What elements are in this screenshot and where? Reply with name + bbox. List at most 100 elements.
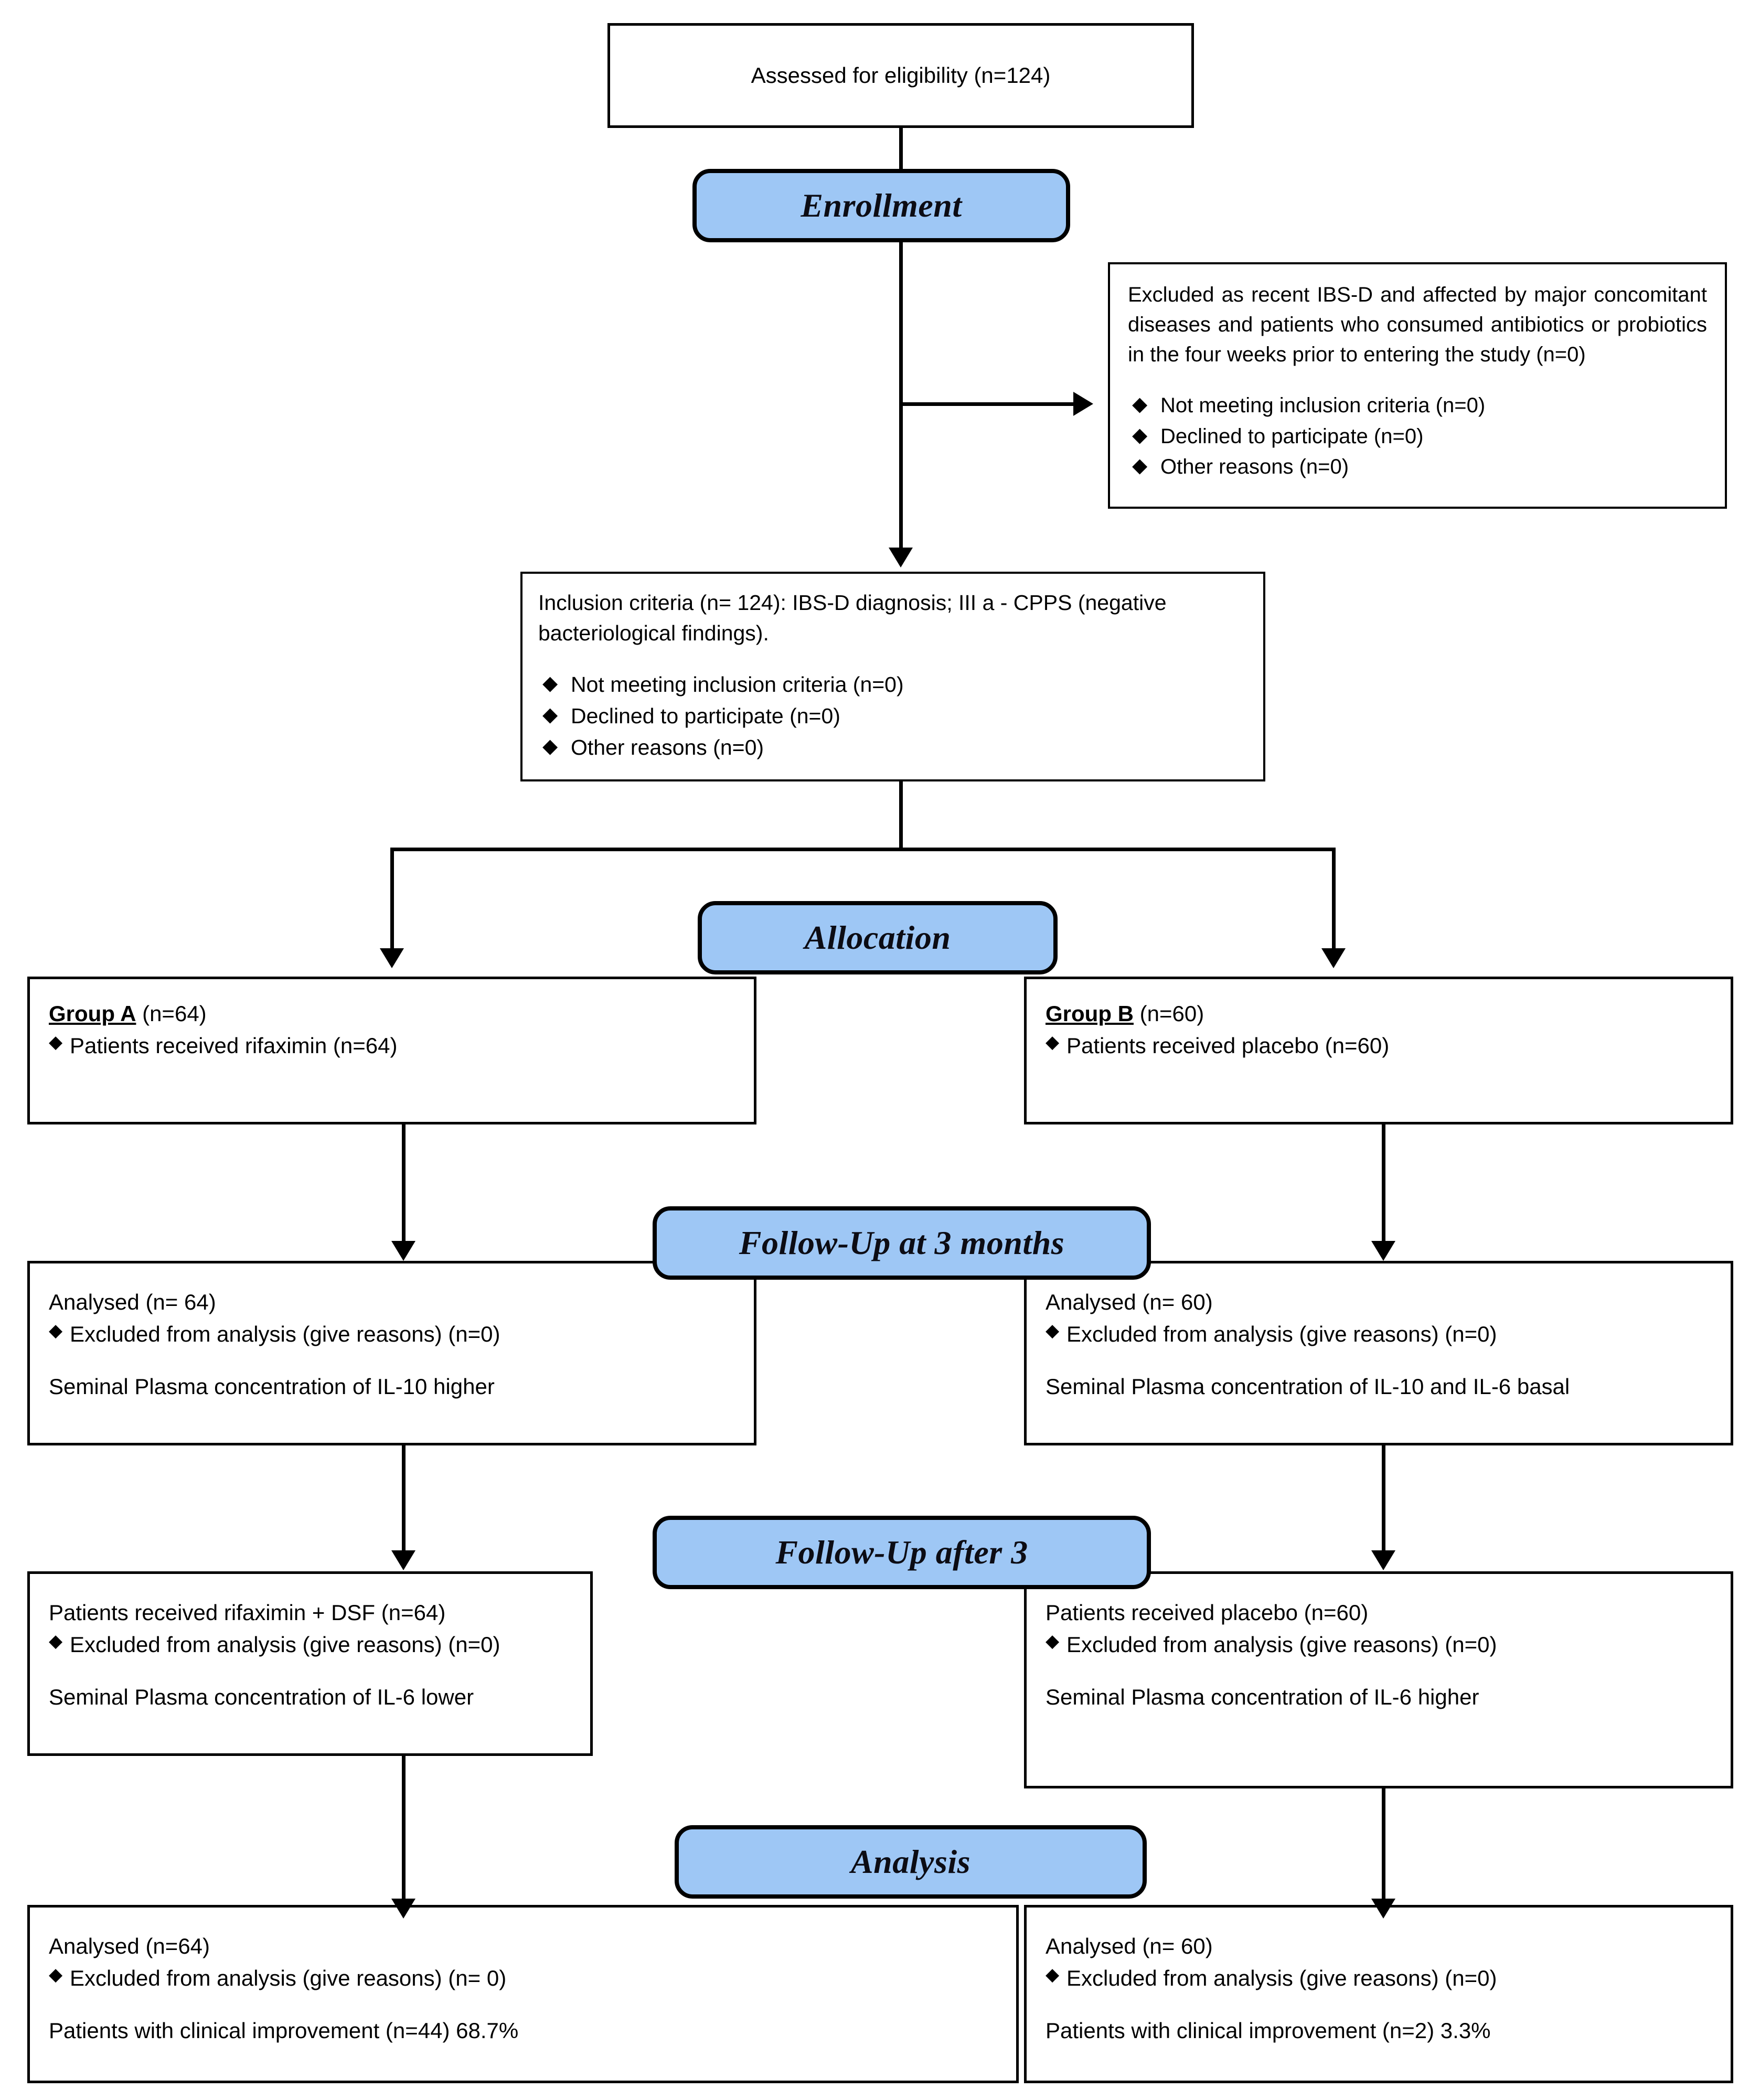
arrow-allocation-left bbox=[380, 948, 404, 968]
followup3-right-heading: Analysed (n= 60) bbox=[1046, 1290, 1213, 1314]
diamond-bullet-icon: ◆ bbox=[1132, 455, 1148, 477]
list-item-label: Declined to participate (n=0) bbox=[571, 704, 840, 728]
inclusion-bullet-list: ◆ Not meeting inclusion criteria (n=0) ◆ D… bbox=[538, 669, 1247, 764]
diamond-bullet-icon: ◆ bbox=[542, 672, 558, 695]
list-item: ◆ Patients received rifaximin (n=64) bbox=[49, 1030, 735, 1062]
group-b-bullet-list: ◆ Patients received placebo (n=60) bbox=[1046, 1030, 1712, 1062]
connector-group-a-down bbox=[402, 1124, 406, 1250]
group-b-heading: Group B (n=60) bbox=[1046, 998, 1712, 1030]
followup3-left-bullet-list: ◆Excluded from analysis (give reasons) (… bbox=[49, 1318, 735, 1350]
arrow-to-excluded-box bbox=[1073, 392, 1093, 416]
group-a-heading: Group A (n=64) bbox=[49, 998, 735, 1030]
diamond-bullet-icon: ◆ bbox=[49, 1631, 63, 1651]
excluded-bullet-list: ◆Not meeting inclusion criteria (n=0) ◆ D… bbox=[1128, 390, 1707, 482]
analysis-right-note: Patients with clinical improvement (n=2)… bbox=[1046, 2018, 1491, 2043]
analysis-left-heading: Analysed (n=64) bbox=[49, 1934, 210, 1958]
followup-after-right-bullet-list: ◆ Excluded from analysis (give reasons) (… bbox=[1046, 1628, 1712, 1660]
connector-followup-after-right-down bbox=[1382, 1788, 1385, 1907]
inclusion-criteria-paragraph: Inclusion criteria (n= 124): IBS-D diagn… bbox=[538, 591, 1167, 646]
group-a-count: (n=64) bbox=[136, 1001, 207, 1026]
list-item: ◆Other reasons (n=0) bbox=[1128, 452, 1707, 482]
list-item: ◆Excluded from analysis (give reasons) (… bbox=[1046, 1962, 1712, 1994]
analysis-right-box: Analysed (n= 60) ◆Excluded from analysis… bbox=[1024, 1905, 1733, 2083]
excluded-paragraph: Excluded as recent IBS-D and affected by… bbox=[1128, 283, 1707, 366]
list-item-label: Excluded from analysis (give reasons) (n… bbox=[70, 1321, 500, 1346]
connector-allocation-split bbox=[390, 848, 1336, 851]
list-item: ◆Not meeting inclusion criteria (n=0) bbox=[1128, 390, 1707, 421]
followup-after-left-bullet-list: ◆Excluded from analysis (give reasons) (… bbox=[49, 1628, 571, 1660]
diamond-bullet-icon: ◆ bbox=[1132, 424, 1148, 446]
stage-banner-followup-3-months-label: Follow-Up at 3 months bbox=[739, 1224, 1065, 1261]
connector-to-excluded-box bbox=[899, 402, 1081, 406]
list-item: ◆Excluded from analysis (give reasons) (… bbox=[1046, 1318, 1712, 1350]
diamond-bullet-icon: ◆ bbox=[1046, 1631, 1060, 1651]
connector-group-b-down bbox=[1382, 1124, 1385, 1250]
list-item-label: Not meeting inclusion criteria (n=0) bbox=[571, 672, 904, 697]
connector-followup3-right-down bbox=[1382, 1445, 1385, 1560]
arrow-followup3-left-down bbox=[391, 1550, 415, 1570]
inclusion-criteria-box: Inclusion criteria (n= 124): IBS-D diagn… bbox=[520, 572, 1265, 781]
group-a-bullet-list: ◆ Patients received rifaximin (n=64) bbox=[49, 1030, 735, 1062]
arrow-followup3-right-down bbox=[1371, 1550, 1395, 1570]
arrow-followup-after-left-down bbox=[391, 1899, 415, 1919]
followup-after-left-heading: Patients received rifaximin + DSF (n=64) bbox=[49, 1600, 446, 1625]
list-item: ◆Excluded from analysis (give reasons) (… bbox=[49, 1318, 735, 1350]
diamond-bullet-icon: ◆ bbox=[1046, 1964, 1060, 1985]
stage-banner-followup-after-3: Follow-Up after 3 bbox=[653, 1516, 1151, 1589]
analysis-left-box: Analysed (n=64) ◆ Excluded from analysis … bbox=[27, 1905, 1019, 2083]
followup-after-right-box: Patients received placebo (n=60) ◆Exclud… bbox=[1024, 1571, 1733, 1788]
stage-banner-analysis: Analysis bbox=[675, 1825, 1147, 1899]
followup3-right-box: Analysed (n= 60) ◆Excluded from analysis… bbox=[1024, 1261, 1733, 1445]
stage-banner-allocation: Allocation bbox=[698, 901, 1058, 974]
list-item-label: Patients received placebo (n=60) bbox=[1066, 1033, 1390, 1058]
analysis-left-note: Patients with clinical improvement (n=44… bbox=[49, 2018, 519, 2043]
connector-inclusion-down bbox=[899, 781, 903, 850]
group-b-label: Group B bbox=[1046, 1001, 1134, 1026]
assessed-for-eligibility-label: Assessed for eligibility (n=124) bbox=[751, 63, 1051, 88]
list-item: ◆ Excluded from analysis (give reasons) (… bbox=[1046, 1628, 1712, 1660]
diamond-bullet-icon: ◆ bbox=[1046, 1032, 1060, 1052]
group-b-count: (n=60) bbox=[1133, 1001, 1204, 1026]
followup-after-left-box: Patients received rifaximin + DSF (n=64)… bbox=[27, 1571, 593, 1756]
group-a-label: Group A bbox=[49, 1001, 136, 1026]
list-item: ◆ Excluded from analysis (give reasons) (… bbox=[49, 1962, 997, 1994]
diamond-bullet-icon: ◆ bbox=[49, 1964, 63, 1985]
group-b-box: Group B (n=60) ◆ Patients received placeb… bbox=[1024, 977, 1733, 1124]
diamond-bullet-icon: ◆ bbox=[542, 735, 558, 758]
stage-banner-allocation-label: Allocation bbox=[804, 919, 951, 956]
list-item: ◆ Patients received placebo (n=60) bbox=[1046, 1030, 1712, 1062]
arrow-group-b-to-followup3 bbox=[1371, 1241, 1395, 1261]
followup-after-left-note: Seminal Plasma concentration of IL-6 low… bbox=[49, 1684, 474, 1709]
list-item-label: Declined to participate (n=0) bbox=[1160, 424, 1424, 448]
arrow-group-a-to-followup3 bbox=[391, 1241, 415, 1261]
diamond-bullet-icon: ◆ bbox=[1132, 393, 1148, 416]
diamond-bullet-icon: ◆ bbox=[1046, 1320, 1060, 1341]
connector-enrollment-trunk bbox=[899, 242, 903, 557]
followup3-right-note: Seminal Plasma concentration of IL-10 an… bbox=[1046, 1374, 1570, 1399]
stage-banner-enrollment: Enrollment bbox=[692, 169, 1070, 242]
list-item: ◆Excluded from analysis (give reasons) (… bbox=[49, 1628, 571, 1660]
diamond-bullet-icon: ◆ bbox=[542, 704, 558, 726]
connector-followup3-left-down bbox=[402, 1445, 406, 1560]
list-item-label: Excluded from analysis (give reasons) (n… bbox=[1066, 1632, 1497, 1657]
analysis-left-bullet-list: ◆ Excluded from analysis (give reasons) (… bbox=[49, 1962, 997, 1994]
arrow-enrollment-to-inclusion bbox=[889, 548, 913, 567]
list-item-label: Patients received rifaximin (n=64) bbox=[70, 1033, 398, 1058]
list-item-label: Excluded from analysis (give reasons) (n… bbox=[70, 1965, 507, 1990]
stage-banner-analysis-label: Analysis bbox=[850, 1843, 971, 1880]
arrow-followup-after-right-down bbox=[1371, 1899, 1395, 1919]
connector-allocation-right-drop bbox=[1332, 848, 1336, 958]
list-item: ◆ Declined to participate (n=0) bbox=[538, 701, 1247, 732]
followup3-right-bullet-list: ◆Excluded from analysis (give reasons) (… bbox=[1046, 1318, 1712, 1350]
group-a-box: Group A (n=64) ◆ Patients received rifaxi… bbox=[27, 977, 756, 1124]
connector-allocation-left-drop bbox=[390, 848, 394, 958]
excluded-box: Excluded as recent IBS-D and affected by… bbox=[1108, 262, 1727, 509]
stage-banner-enrollment-label: Enrollment bbox=[801, 187, 962, 224]
diamond-bullet-icon: ◆ bbox=[49, 1032, 63, 1052]
list-item-label: Other reasons (n=0) bbox=[571, 735, 764, 760]
list-item: ◆ Other reasons (n=0) bbox=[538, 732, 1247, 764]
analysis-right-heading: Analysed (n= 60) bbox=[1046, 1934, 1213, 1958]
stage-banner-followup-after-3-label: Follow-Up after 3 bbox=[775, 1534, 1028, 1571]
analysis-right-bullet-list: ◆Excluded from analysis (give reasons) (… bbox=[1046, 1962, 1712, 1994]
